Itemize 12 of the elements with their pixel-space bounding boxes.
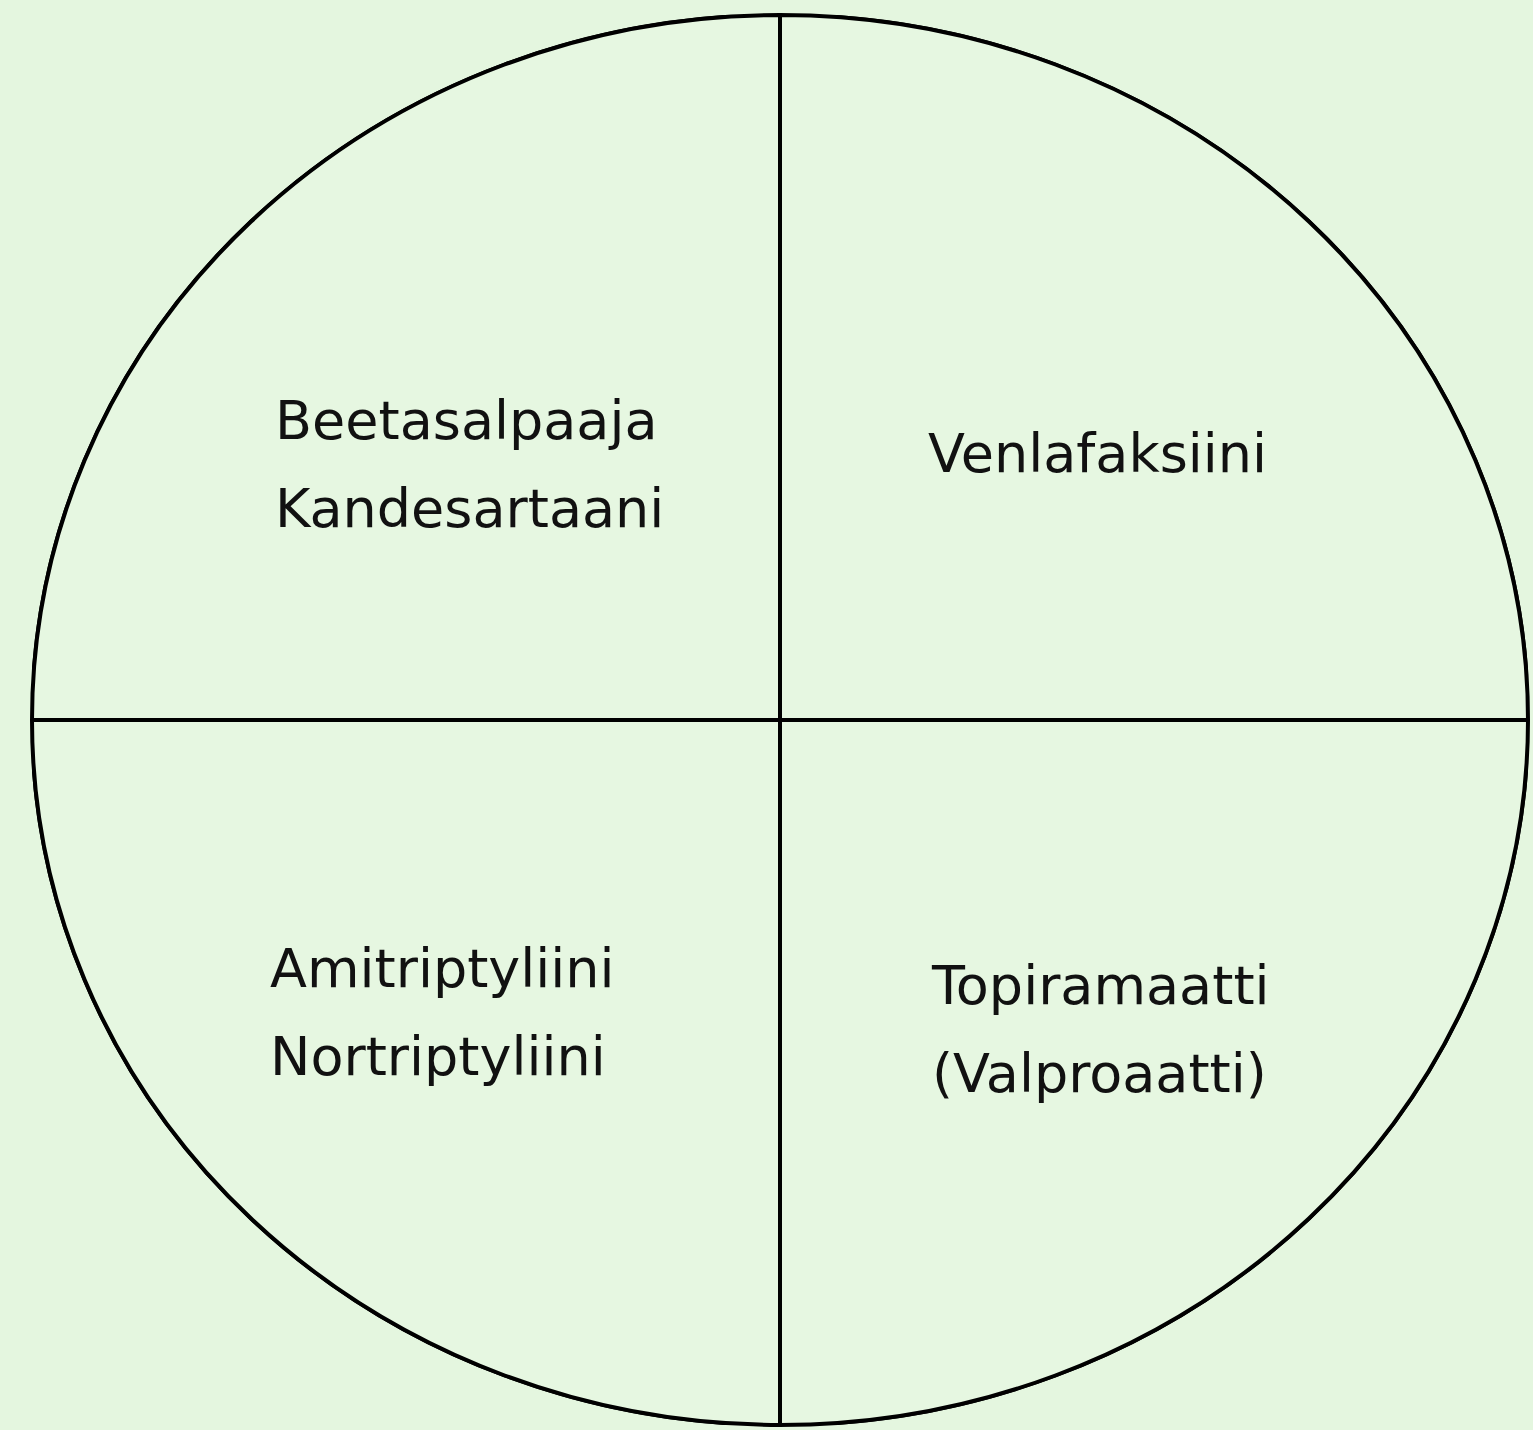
quadrant-segment [32, 15, 780, 720]
quadrant-segment [780, 15, 1528, 720]
drug-name: Topiramaatti [932, 953, 1270, 1019]
drug-name: (Valproaatti) [932, 1041, 1267, 1107]
drug-name: Amitriptyliini [270, 936, 615, 1002]
drug-name: Beetasalpaaja [275, 388, 658, 454]
drug-name: Kandesartaani [275, 476, 665, 542]
quadrant-segment [32, 720, 780, 1425]
drug-name: Venlafaksiini [928, 421, 1268, 487]
quadrant-segment [780, 720, 1528, 1425]
circle-outline [32, 15, 1528, 1425]
drug-name: Nortriptyliini [270, 1024, 606, 1090]
